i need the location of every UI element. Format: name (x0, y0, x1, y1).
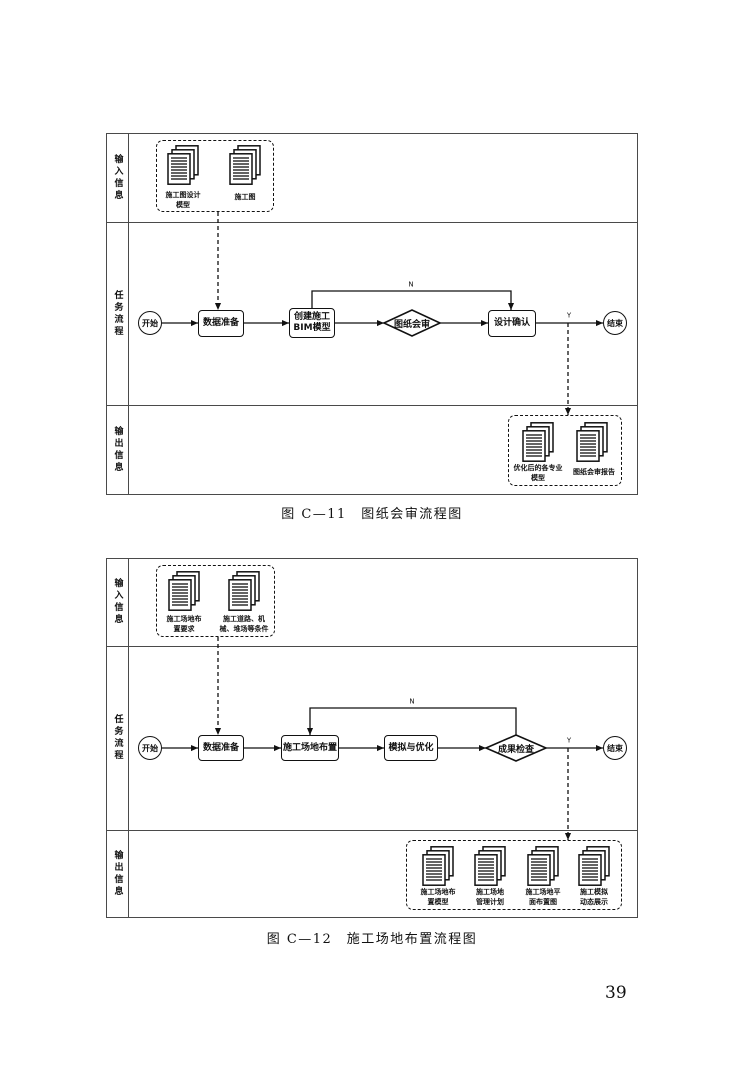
c12-output-group (406, 840, 622, 910)
c12-output-label-line: 动态展示 (580, 898, 608, 906)
c11-branch-yes-label: Y (566, 311, 572, 320)
c11-connectors (162, 212, 603, 415)
c12-step-simulate-optimize: 模拟与优化 (384, 735, 438, 761)
c11-output-group (508, 415, 622, 486)
c12-start-node: 开始 (138, 736, 162, 760)
c11-input-label-line: 模型 (176, 201, 190, 209)
c11-step-design-confirm: 设计确认 (488, 310, 536, 337)
document-stack-icon (229, 145, 261, 185)
document-stack-icon (522, 422, 554, 462)
c11-lane-label-input: 输入信息 (112, 153, 123, 202)
c12-connectors (162, 637, 603, 840)
c11-decision-drawing-review: 图纸会审 (393, 319, 430, 330)
c11-end-node: 结束 (603, 311, 627, 335)
c11-output-label-line: 图纸会审报告 (573, 468, 615, 476)
c12-output-label: 施工场地布 置模型 (421, 887, 456, 907)
c11-step-create-bim-model: 创建施工 BIM模型 (289, 308, 335, 338)
c11-step-data-prep: 数据准备 (198, 310, 244, 337)
c12-lane-label-input: 输入信息 (112, 578, 123, 626)
c12-figure-caption: 图 C—12 施工场地布置流程图 (266, 932, 478, 947)
c12-output-label: 施工模拟 动态展示 (580, 887, 608, 907)
document-stack-icon (228, 571, 260, 611)
c12-input-label: 施工道路、机 械、堆场等条件 (220, 614, 269, 634)
document-stack-icon (578, 846, 610, 886)
c12-output-label: 施工场地 管理计划 (476, 887, 504, 907)
c12-branch-yes-label: Y (566, 736, 572, 745)
c12-lane-label-process: 任务流程 (112, 714, 123, 762)
document-stack-icon (527, 846, 559, 886)
c11-input-label: 施工图设计 模型 (166, 190, 201, 210)
document-stack-icon (168, 571, 200, 611)
c12-step-site-layout: 施工场地布置 (281, 735, 339, 761)
c12-output-label-line: 施工场地布 (420, 888, 456, 896)
c12-input-label-line: 置要求 (173, 625, 195, 633)
c12-lane-label-output: 输出信息 (112, 850, 123, 898)
document-stack-icon (576, 422, 608, 462)
c11-input-label-line: 施工图 (234, 193, 256, 201)
c12-branch-no-label: N (409, 697, 415, 706)
document-stack-icon (167, 145, 199, 185)
c11-step-label-line: 创建施工 (293, 312, 330, 322)
c12-end-node: 结束 (603, 736, 627, 760)
document-stack-icon (474, 846, 506, 886)
c11-figure-caption: 图 C—11 图纸会审流程图 (281, 507, 463, 522)
page-number: 39 (605, 983, 627, 1003)
c12-input-label-line: 施工场地布 (166, 615, 202, 623)
c12-output-label: 施工场地平 面布置图 (526, 887, 561, 907)
c12-input-label-line: 械、堆场等条件 (219, 625, 269, 633)
c11-lane-label-output: 输出信息 (112, 426, 123, 474)
c11-branch-no-label: N (408, 280, 414, 289)
c12-input-label-line: 施工道路、机 (223, 615, 265, 623)
c11-input-label-line: 施工图设计 (165, 191, 201, 199)
c11-output-label-line: 模型 (531, 474, 545, 482)
c11-loop-no-branch (311, 290, 515, 310)
c11-swimlane-frame (106, 133, 638, 495)
c12-decision-result-check: 成果检查 (497, 744, 534, 755)
c12-step-data-prep: 数据准备 (198, 735, 244, 761)
c12-output-label-line: 施工模拟 (580, 888, 608, 896)
c11-output-label-line: 优化后的各专业 (513, 464, 563, 472)
c12-swimlane-frame (106, 558, 638, 918)
c11-input-group (156, 140, 274, 212)
c12-input-group (156, 565, 275, 637)
c12-output-label-line: 面布置图 (529, 898, 557, 906)
c12-output-label-line: 置模型 (427, 898, 449, 906)
c11-output-label: 图纸会审报告 (573, 467, 615, 477)
c12-decision-diamond (483, 734, 549, 762)
c11-decision-diamond (382, 309, 442, 337)
c12-output-label-line: 施工场地平 (525, 888, 561, 896)
document-stack-icon (422, 846, 454, 886)
c12-input-label: 施工场地布 置要求 (167, 614, 202, 634)
c11-start-node: 开始 (138, 311, 162, 335)
c12-loop-no-branch (306, 707, 517, 735)
c11-step-label-line: BIM模型 (293, 323, 331, 333)
c12-output-label-line: 施工场地 (476, 888, 504, 896)
c12-output-label-line: 管理计划 (476, 898, 504, 906)
c11-output-label: 优化后的各专业 模型 (514, 463, 563, 483)
c11-lane-label-process: 任务流程 (112, 289, 123, 338)
c11-input-label: 施工图 (235, 192, 256, 202)
